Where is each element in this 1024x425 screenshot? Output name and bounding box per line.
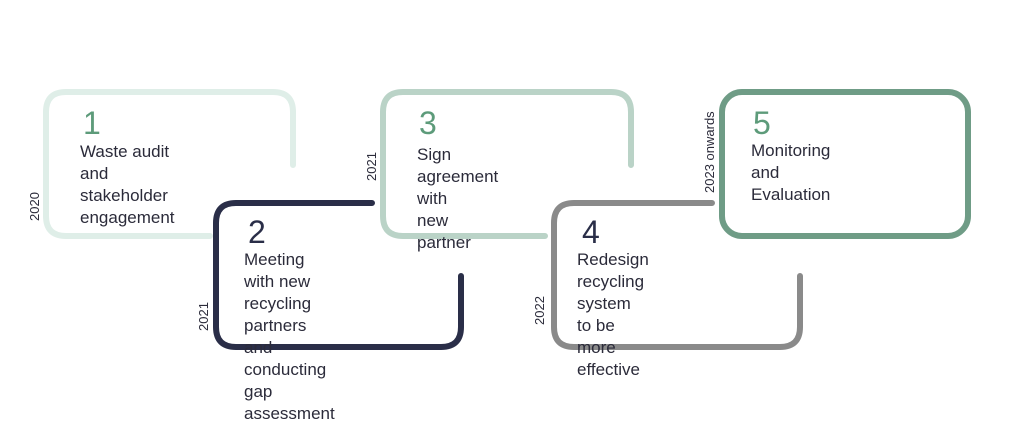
step-1-label: Waste audit and stakeholder engagement <box>80 142 175 227</box>
step-2-number: 2 <box>248 214 266 250</box>
step-1-frame <box>43 89 296 239</box>
step-3-number: 3 <box>419 105 437 141</box>
step-4-frame <box>551 200 803 350</box>
step-5-label: Monitoring and Evaluation <box>751 141 831 204</box>
step-5-year: 2023 onwards <box>702 111 717 193</box>
step-1-year: 2020 <box>27 192 42 221</box>
step-3-label: Sign agreement with new partner <box>417 145 499 252</box>
step-4-year: 2022 <box>532 296 547 325</box>
step-5-frame <box>719 89 971 239</box>
step-1-number: 1 <box>83 105 101 141</box>
step-3-year: 2021 <box>364 152 379 181</box>
step-5-number: 5 <box>753 105 771 141</box>
step-2-frame <box>213 200 464 350</box>
step-2-label: Meeting with new recycling partners and … <box>244 250 335 423</box>
step-3-frame <box>380 89 634 239</box>
step-2-year: 2021 <box>196 302 211 331</box>
step-4-number: 4 <box>582 214 600 250</box>
timeline-diagram <box>43 89 971 350</box>
step-4-label: Redesign recycling system to be more eff… <box>577 250 649 379</box>
